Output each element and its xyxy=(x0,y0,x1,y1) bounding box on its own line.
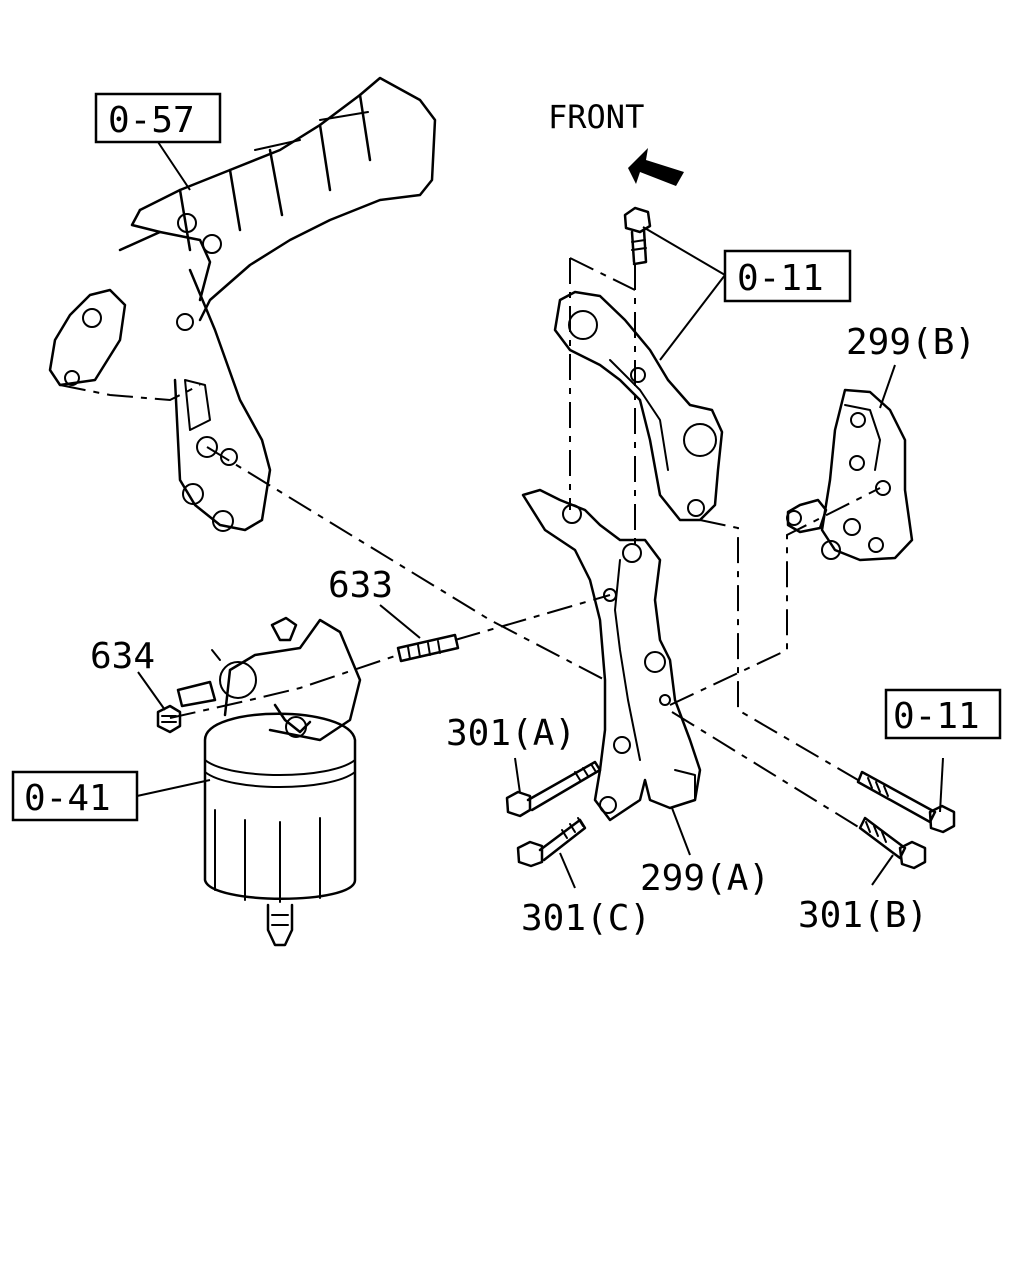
leader-lines xyxy=(136,141,944,889)
bolt-0-11-top xyxy=(623,206,652,266)
nut-634 xyxy=(156,704,182,734)
part-label-633: 633 xyxy=(328,565,393,606)
part-label-301b: 301(B) xyxy=(798,895,928,936)
ref-box-0-11-right: 0-11 xyxy=(884,688,1002,740)
part-label-299b: 299(B) xyxy=(846,322,976,363)
part-label-634: 634 xyxy=(90,636,155,677)
assembly-lines xyxy=(169,257,881,829)
bolt-0-11-right xyxy=(856,770,956,834)
ref-box-0-41: 0-41 xyxy=(11,770,139,822)
front-label: FRONT xyxy=(548,98,644,136)
spacer xyxy=(786,498,828,534)
ref-label-0-11-top: 0-11 xyxy=(737,258,824,299)
part-label-301c: 301(C) xyxy=(521,898,651,939)
bolt-301a xyxy=(505,760,602,818)
ref-box-0-57: 0-57 xyxy=(94,92,222,144)
part-label-301a: 301(A) xyxy=(446,713,576,754)
egr-cooler-assembly xyxy=(48,76,437,532)
part-label-299a: 299(A) xyxy=(640,858,770,899)
bolt-301c xyxy=(516,817,587,868)
ref-label-0-11-right: 0-11 xyxy=(893,696,980,737)
bolt-301b xyxy=(858,816,927,870)
arrow-up-left-icon xyxy=(628,148,684,186)
bracket-299b xyxy=(820,388,914,562)
bracket-299a xyxy=(521,488,702,822)
ref-box-0-11-top: 0-11 xyxy=(723,249,852,303)
fuel-filter-assembly xyxy=(176,616,362,947)
engine-bracket-plate xyxy=(553,290,724,522)
ref-label-0-41: 0-41 xyxy=(24,778,111,819)
stud-633 xyxy=(396,633,460,663)
ref-label-0-57: 0-57 xyxy=(108,100,195,141)
